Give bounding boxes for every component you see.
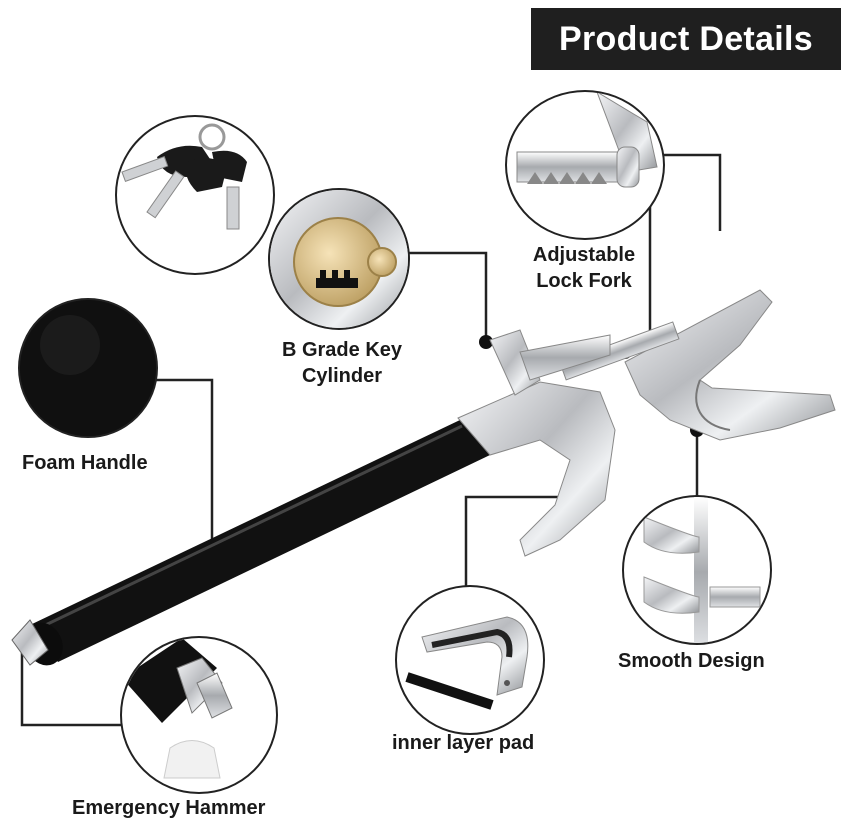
smooth-design-icon [643, 497, 761, 643]
key-cylinder-label-line2: Cylinder [301, 365, 383, 387]
lock-fork-icon [624, 289, 836, 441]
smooth-design-label: Smooth Design [618, 650, 765, 672]
lock-fork-callout [505, 90, 665, 240]
smooth-design-callout [622, 495, 772, 645]
foam-texture-icon [20, 300, 156, 436]
foam-handle-callout [18, 298, 158, 438]
lock-fork-label-line2: Lock Fork [536, 270, 632, 292]
lock-fork-label: Adjustable Lock Fork [504, 242, 664, 294]
inner-pad-label: inner layer pad [392, 732, 535, 754]
page-title: Product Details [531, 8, 841, 70]
key-cylinder-label: B Grade Key Cylinder [262, 337, 422, 389]
lock-fork-label-line1: Adjustable [532, 244, 636, 266]
lock-fork-detail-icon [516, 92, 658, 188]
keys-icon [121, 123, 247, 230]
key-cylinder-icon [270, 190, 408, 328]
hammer-label: Emergency Hammer [72, 797, 266, 819]
foam-handle-label: Foam Handle [22, 452, 148, 474]
inner-pad-icon [405, 616, 529, 710]
key-cylinder-label-line1: B Grade Key [281, 339, 403, 361]
handle-end-cap [11, 619, 49, 666]
hammer-tip-icon [122, 638, 233, 779]
inner-pad-callout [395, 585, 545, 735]
hook-head [457, 329, 616, 557]
key-cylinder-callout [268, 188, 410, 330]
hammer-callout [120, 636, 278, 794]
keys-callout [115, 115, 275, 275]
